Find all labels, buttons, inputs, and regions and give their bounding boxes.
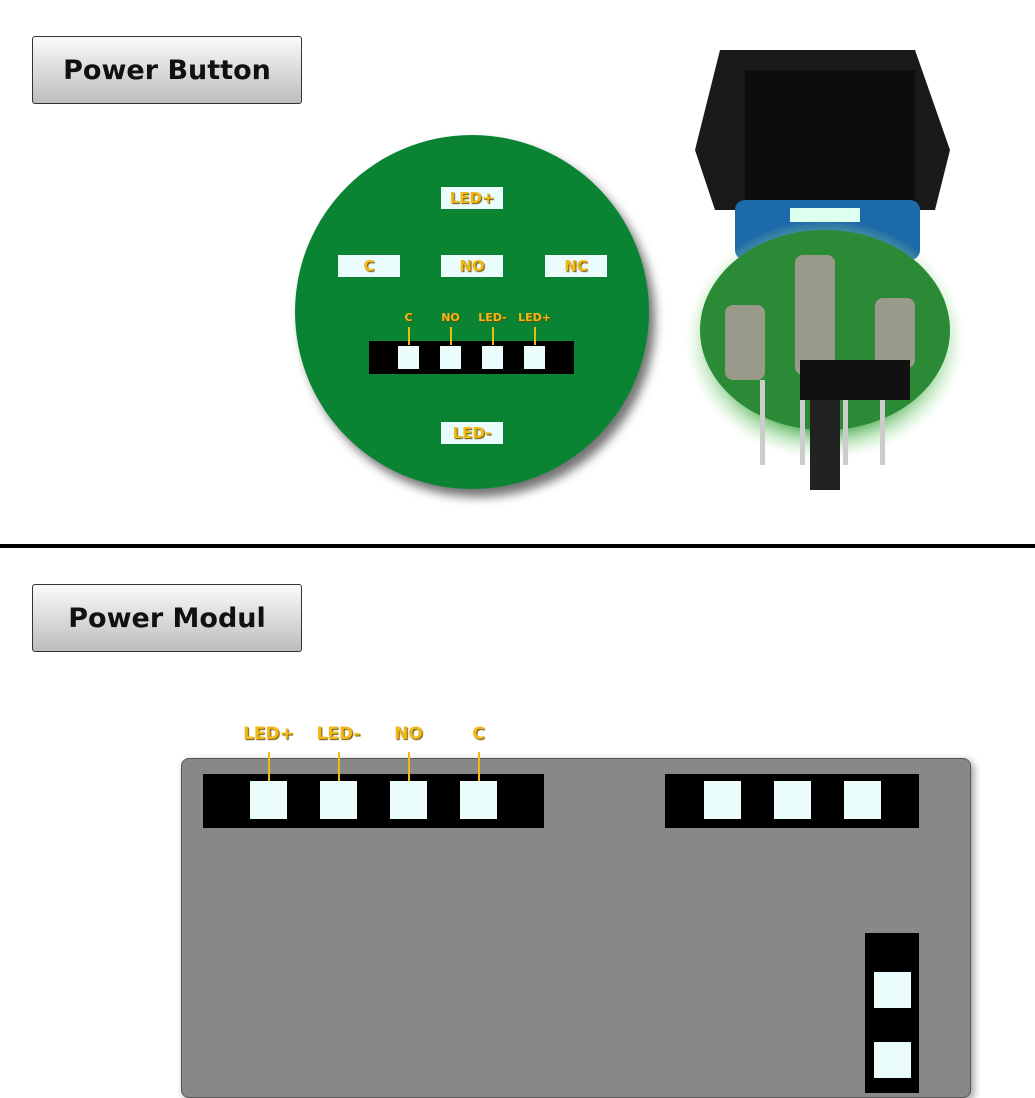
section-divider bbox=[0, 544, 1035, 548]
pcb-label-top: LED+ bbox=[441, 187, 503, 209]
module-pin bbox=[874, 972, 911, 1008]
pin-label: NO bbox=[441, 311, 460, 324]
pcb-label-right: NC bbox=[545, 255, 607, 277]
pin-leader-line bbox=[267, 752, 270, 781]
pin-leader-line bbox=[477, 752, 480, 781]
module-pin bbox=[874, 1042, 911, 1078]
connector-pin bbox=[440, 346, 461, 369]
pin-leader-line bbox=[533, 327, 536, 345]
pin-label: LED+ bbox=[243, 724, 294, 744]
pin-leader-line bbox=[407, 752, 410, 781]
pcb-label-left: C bbox=[338, 255, 400, 277]
pin-label: C bbox=[472, 724, 485, 744]
connector-pin bbox=[482, 346, 503, 369]
pcb-label-bottom: LED- bbox=[441, 422, 503, 444]
pin-label: LED- bbox=[478, 311, 507, 324]
pin-label: LED+ bbox=[518, 311, 551, 324]
button-photo bbox=[685, 50, 965, 490]
power-button-title: Power Button bbox=[32, 36, 302, 104]
pin-label: NO bbox=[394, 724, 423, 744]
pin-label: C bbox=[404, 311, 413, 324]
connector-pin bbox=[390, 781, 427, 819]
connector-pin bbox=[460, 781, 497, 819]
connector-pin bbox=[398, 346, 419, 369]
module-pin bbox=[704, 781, 741, 819]
power-modul-title: Power Modul bbox=[32, 584, 302, 652]
module-pin bbox=[774, 781, 811, 819]
pin-label: LED- bbox=[316, 724, 361, 744]
connector-pin bbox=[524, 346, 545, 369]
connector-pin bbox=[320, 781, 357, 819]
connector-pin bbox=[250, 781, 287, 819]
pcb-label-center: NO bbox=[441, 255, 503, 277]
module-pin bbox=[844, 781, 881, 819]
pin-leader-line bbox=[337, 752, 340, 781]
pin-leader-line bbox=[491, 327, 494, 345]
pin-leader-line bbox=[407, 327, 410, 345]
pin-leader-line bbox=[449, 327, 452, 345]
